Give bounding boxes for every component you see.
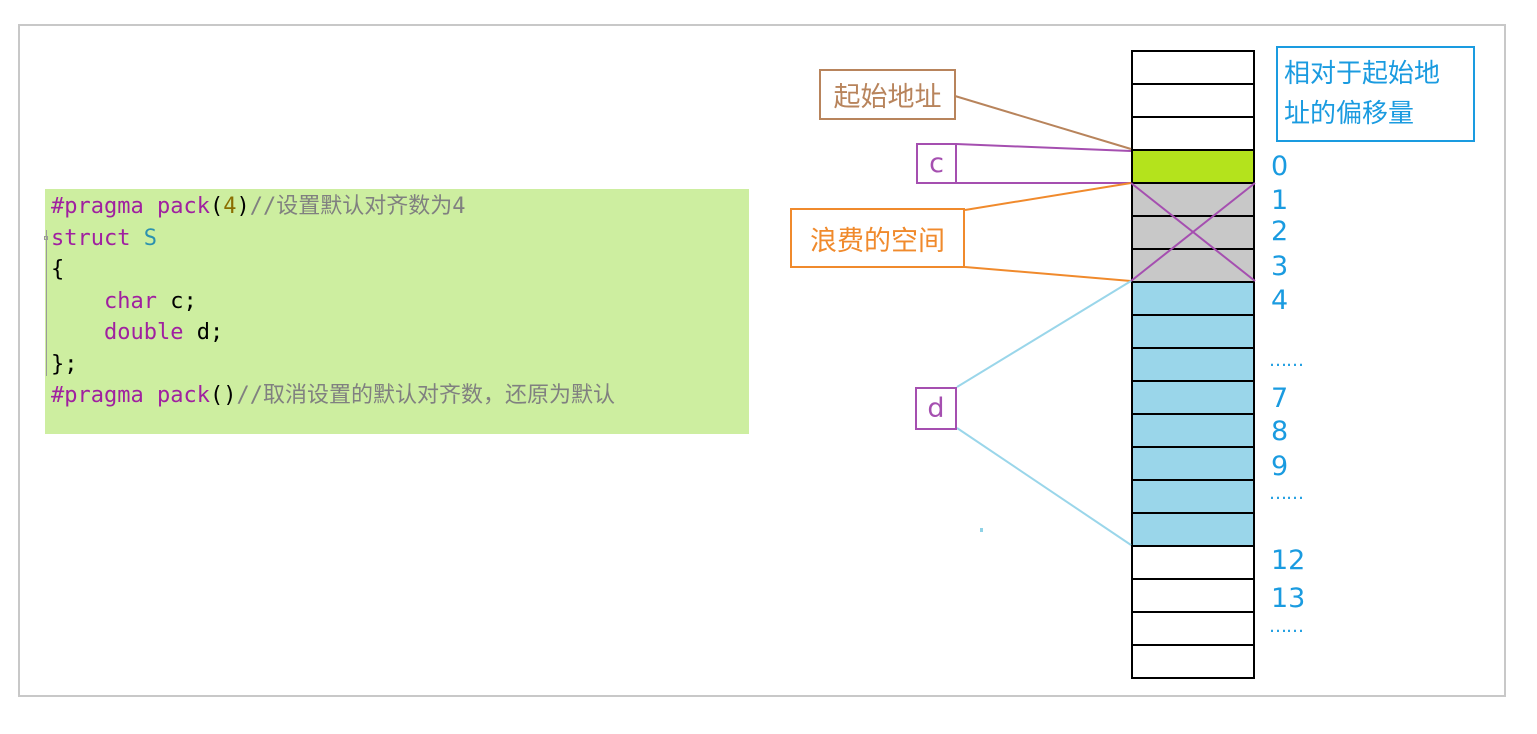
double-type: double (103, 320, 184, 345)
offset-1: 1 (1271, 185, 1289, 216)
diagram-frame (18, 24, 1506, 697)
memory-cell-d (1131, 413, 1255, 448)
memory-cell-after (1131, 545, 1255, 580)
member-d-text: d (927, 393, 945, 424)
code-line-4: char c; (51, 286, 749, 318)
char-type: char (103, 288, 157, 314)
member-c-text: c (929, 148, 944, 179)
memory-cell-before (1131, 116, 1255, 151)
member-d-label: d (915, 387, 957, 430)
d-line-bottom (956, 427, 1132, 546)
struct-name: S (143, 225, 157, 251)
paren-open: ( (209, 194, 224, 219)
offset-header: 相对于起始地 址的偏移量 (1276, 46, 1475, 142)
offset-header-line-2: 址的偏移量 (1284, 99, 1415, 129)
offset-2: 2 (1271, 216, 1289, 247)
code-block: #pragma pack(4)//设置默认对齐数为4 struct S { ch… (45, 189, 749, 434)
offset-9: 9 (1271, 451, 1289, 482)
pack-keyword: pack (156, 383, 210, 408)
offset-3: 3 (1271, 251, 1289, 282)
code-line-6: }; (51, 351, 78, 377)
memory-cell-d (1131, 446, 1255, 481)
start-address-line (954, 95, 1132, 150)
c-line-top (955, 143, 1132, 152)
offset-ellipsis-3: …… (1269, 616, 1304, 637)
code-line-7: #pragma pack()//取消设置的默认对齐数，还原为默认 (51, 380, 749, 412)
offset-ellipsis-2: …… (1269, 483, 1304, 504)
comment-reset-pack: //取消设置的默认对齐数，还原为默认 (236, 383, 615, 408)
pragma-directive: #pragma (51, 194, 144, 219)
offset-ellipsis-1: …… (1269, 350, 1304, 371)
padding-cross-2 (1130, 182, 1256, 282)
start-address-label: 起始地址 (819, 69, 956, 120)
stray-dot (980, 528, 983, 532)
memory-cell-after (1131, 644, 1255, 679)
member-c-decl: c; (170, 288, 197, 314)
offset-12: 12 (1271, 545, 1306, 576)
comment-set-pack: //设置默认对齐数为4 (249, 194, 466, 219)
offset-0: 0 (1271, 151, 1289, 182)
code-line-5: double d; (51, 317, 749, 349)
code-line-1: #pragma pack(4)//设置默认对齐数为4 (51, 191, 749, 223)
offset-4: 4 (1271, 285, 1289, 316)
waste-line-bottom (964, 266, 1132, 282)
d-line-top (956, 280, 1132, 388)
pack-arg: 4 (223, 194, 237, 219)
memory-cell-before (1131, 83, 1255, 118)
memory-cell-d (1131, 512, 1255, 547)
offset-13: 13 (1271, 583, 1306, 614)
struct-keyword: struct (51, 225, 131, 251)
code-line-2: struct S (51, 223, 749, 255)
paren-close: ) (236, 194, 250, 219)
offset-header-line-1: 相对于起始地 (1284, 59, 1441, 89)
waste-line-top (964, 182, 1132, 211)
pragma-directive: #pragma (51, 383, 144, 408)
fold-guide (46, 230, 47, 376)
member-d-decl: d; (196, 320, 224, 345)
offset-7: 7 (1271, 383, 1289, 414)
code-line-3: { (51, 257, 65, 282)
empty-parens: () (209, 383, 237, 408)
wasted-space-label: 浪费的空间 (790, 208, 965, 268)
fold-marker-icon (44, 236, 48, 240)
pack-keyword: pack (156, 194, 210, 219)
wasted-space-text: 浪费的空间 (810, 225, 945, 257)
offset-8: 8 (1271, 416, 1289, 447)
start-address-text: 起始地址 (833, 82, 942, 113)
member-c-label: c (916, 143, 957, 184)
